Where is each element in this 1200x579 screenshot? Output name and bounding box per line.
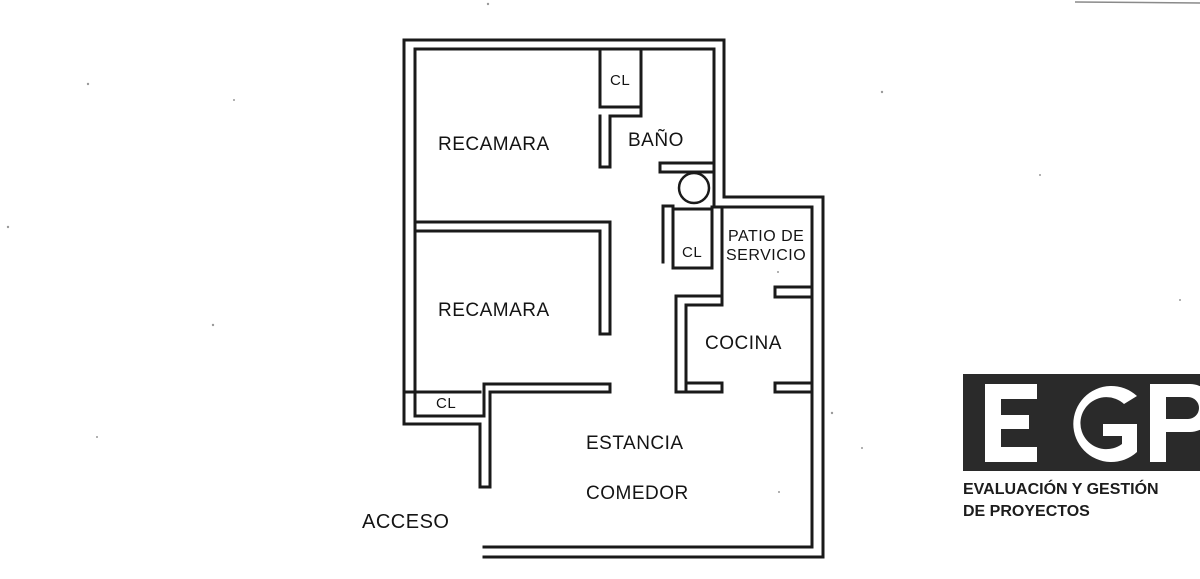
scan-noise — [6, 2, 1181, 493]
logo-tagline-line2: DE PROYECTOS — [963, 503, 1090, 520]
bano-bottom-wall — [658, 161, 716, 174]
bedroom-divider — [413, 220, 612, 336]
room-label-cocina: COCINA — [705, 333, 782, 354]
room-label-recamara-1: RECAMARA — [438, 134, 550, 155]
logo-letter-p — [1150, 384, 1200, 462]
room-label-closet-2: CL — [682, 244, 702, 261]
patio-left-wall — [674, 205, 724, 394]
room-label-bano: BAÑO — [628, 129, 684, 151]
patio-cocina-wall — [773, 285, 814, 299]
outer-wall-left-top — [402, 38, 825, 559]
room-label-closet-1: CL — [610, 72, 630, 89]
closet-wall-bottom — [402, 381, 612, 489]
logo-tagline-line1: EVALUACIÓN Y GESTIÓN — [963, 479, 1159, 498]
cocina-bottom-right — [773, 381, 814, 394]
water-heater-icon — [677, 171, 711, 205]
room-label-estancia: ESTANCIA — [586, 433, 684, 454]
room-label-patio-line2: SERVICIO — [726, 247, 806, 264]
room-label-acceso: ACCESO — [362, 511, 449, 533]
inner-wall-offset — [413, 47, 814, 549]
room-label-comedor: COMEDOR — [586, 483, 689, 504]
room-label-closet-3: CL — [436, 395, 456, 412]
room-label-patio-line1: PATIO DE — [728, 228, 804, 245]
room-label-recamara-2: RECAMARA — [438, 300, 550, 321]
cocina-bottom-left — [684, 381, 724, 394]
logo-letter-g — [1073, 386, 1137, 463]
scan-edge-line — [1074, 1, 1200, 4]
closet-bano — [598, 47, 643, 109]
bano-left-wall — [598, 105, 643, 169]
closet-3-box — [671, 207, 714, 270]
logo-letter-e — [985, 384, 1037, 462]
egp-logo: EVALUACIÓN Y GESTIÓN DE PROYECTOS — [963, 374, 1200, 520]
walls — [402, 38, 825, 559]
